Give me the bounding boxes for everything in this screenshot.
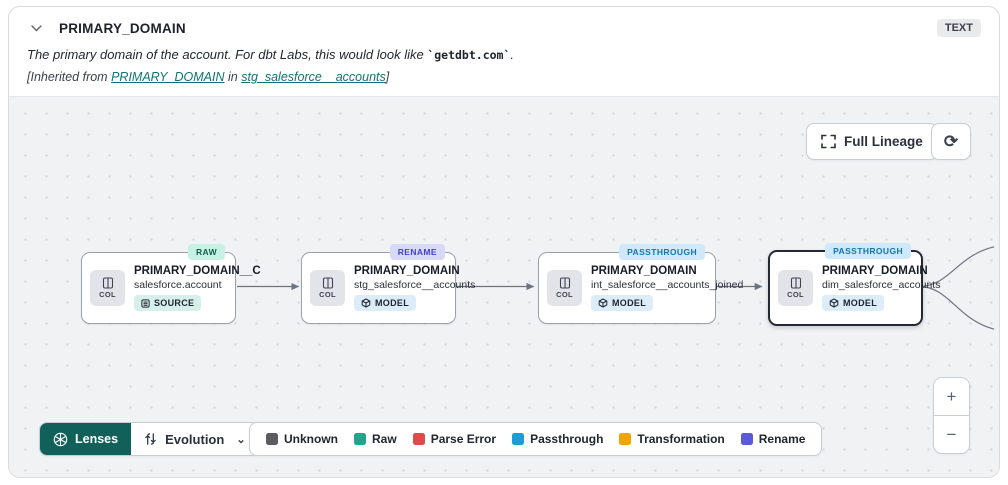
resource-badge: MODEL xyxy=(822,295,884,311)
evolution-badge: PASSTHROUGH xyxy=(619,244,705,260)
zoom-in-button[interactable]: + xyxy=(934,378,969,416)
zoom-controls: + − xyxy=(933,377,970,454)
legend-label: Rename xyxy=(758,432,806,446)
node-model-name: int_salesforce__accounts_joined xyxy=(591,279,744,291)
column-chip: COL xyxy=(90,270,125,306)
zoom-out-button[interactable]: − xyxy=(934,416,969,453)
lineage-node-int-salesforce-accounts-joined[interactable]: PASSTHROUGH COL PRIMARY_DOMAIN int_sales… xyxy=(538,244,743,324)
columns-icon xyxy=(559,277,570,289)
inherited-middle: in xyxy=(224,70,242,84)
columns-icon xyxy=(322,277,333,289)
legend-item-raw: Raw xyxy=(354,432,397,446)
columns-icon xyxy=(790,277,801,289)
node-column-name: PRIMARY_DOMAIN xyxy=(822,265,928,277)
resource-label: MODEL xyxy=(843,298,877,308)
evolution-badge: RAW xyxy=(187,244,225,260)
lineage-canvas[interactable]: Full Lineage ⟳ RAW COL PRIMARY_DOMAIN__C… xyxy=(9,97,999,477)
refresh-icon: ⟳ xyxy=(943,131,959,151)
collapse-chevron-icon[interactable] xyxy=(27,19,45,37)
column-chip: COL xyxy=(547,270,582,306)
node-model-name: salesforce.account xyxy=(134,279,222,291)
legend-swatch xyxy=(512,433,525,445)
resource-label: MODEL xyxy=(612,298,646,308)
legend-swatch xyxy=(740,433,753,445)
inherited-model-link[interactable]: stg_salesforce__accounts xyxy=(241,70,386,84)
refresh-button[interactable]: ⟳ xyxy=(931,123,971,160)
lineage-node-salesforce-account[interactable]: RAW COL PRIMARY_DOMAIN__C salesforce.acc… xyxy=(81,244,261,324)
resource-badge: MODEL xyxy=(354,295,416,311)
legend-label: Passthrough xyxy=(530,432,604,446)
legend-swatch xyxy=(266,433,278,445)
col-chip-label: COL xyxy=(787,290,804,299)
legend-item-parse-error: Parse Error xyxy=(412,432,497,446)
resource-badge: SOURCE xyxy=(134,295,202,311)
columns-icon xyxy=(102,277,113,289)
lens-aperture-icon xyxy=(53,432,68,446)
legend-item-unknown: Unknown xyxy=(266,432,338,446)
node-column-name: PRIMARY_DOMAIN__C xyxy=(134,265,261,277)
column-description: The primary domain of the account. For d… xyxy=(27,47,981,62)
legend-item-passthrough: Passthrough xyxy=(512,432,603,446)
resource-label: MODEL xyxy=(375,298,409,308)
inherited-column-link[interactable]: PRIMARY_DOMAIN xyxy=(111,70,225,84)
full-lineage-button[interactable]: Full Lineage xyxy=(806,123,938,160)
legend-label: Transformation xyxy=(637,432,725,446)
col-chip-label: COL xyxy=(556,290,573,299)
lens-selected-value: Evolution xyxy=(165,431,225,447)
legend-swatch xyxy=(412,433,425,445)
description-period: . xyxy=(510,47,515,62)
legend-label: Raw xyxy=(372,432,397,446)
column-chip: COL xyxy=(310,270,345,306)
inherited-suffix: ] xyxy=(385,70,390,84)
col-chip-label: COL xyxy=(319,290,336,299)
full-lineage-label: Full Lineage xyxy=(844,134,923,149)
evolution-badge: RENAME xyxy=(389,244,445,260)
column-header: PRIMARY_DOMAIN TEXT The primary domain o… xyxy=(9,7,999,97)
legend-swatch xyxy=(619,433,632,445)
legend-item-rename: Rename xyxy=(740,432,806,446)
evolution-badge: PASSTHROUGH xyxy=(825,243,911,259)
col-chip-label: COL xyxy=(99,290,116,299)
legend-item-transformation: Transformation xyxy=(619,432,725,446)
model-cube-icon xyxy=(361,298,371,308)
lenses-label: Lenses xyxy=(75,432,119,446)
chevron-down-icon: ⌄ xyxy=(236,433,246,446)
inherited-note: [Inherited from PRIMARY_DOMAIN in stg_sa… xyxy=(27,70,981,84)
resource-label: SOURCE xyxy=(154,298,195,308)
data-type-badge: TEXT xyxy=(936,19,981,37)
lineage-node-stg-salesforce-accounts[interactable]: RENAME COL PRIMARY_DOMAIN stg_salesforce… xyxy=(301,244,475,324)
model-cube-icon xyxy=(829,298,839,308)
lineage-node-dim-salesforce-accounts[interactable]: PASSTHROUGH COL PRIMARY_DOMAIN dim_sales… xyxy=(768,243,940,326)
column-chip: COL xyxy=(778,270,813,306)
lenses-button[interactable]: Lenses xyxy=(40,423,132,455)
inherited-prefix: [Inherited from xyxy=(27,70,112,84)
resource-badge: MODEL xyxy=(591,295,653,311)
column-title: PRIMARY_DOMAIN xyxy=(59,20,186,36)
column-lineage-panel: PRIMARY_DOMAIN TEXT The primary domain o… xyxy=(8,6,1000,478)
description-text: The primary domain of the account. For d… xyxy=(27,47,428,62)
node-column-name: PRIMARY_DOMAIN xyxy=(591,265,697,277)
description-code: `getdbt.com` xyxy=(427,48,511,62)
legend-label: Parse Error xyxy=(430,432,497,446)
source-icon xyxy=(141,298,150,308)
lenses-control: Lenses Evolution ⌄ xyxy=(39,422,260,456)
legend-swatch xyxy=(354,433,366,445)
legend-label: Unknown xyxy=(284,432,338,446)
evolution-legend: Unknown Raw Parse Error Passthrough Tran… xyxy=(249,422,823,456)
node-model-name: stg_salesforce__accounts xyxy=(354,279,476,291)
node-model-name: dim_salesforce_accounts xyxy=(822,279,941,291)
node-column-name: PRIMARY_DOMAIN xyxy=(354,265,460,277)
lens-dropdown[interactable]: Evolution ⌄ xyxy=(131,423,259,455)
swap-vertical-icon xyxy=(145,433,156,445)
expand-brackets-icon xyxy=(821,134,836,149)
model-cube-icon xyxy=(598,298,608,308)
